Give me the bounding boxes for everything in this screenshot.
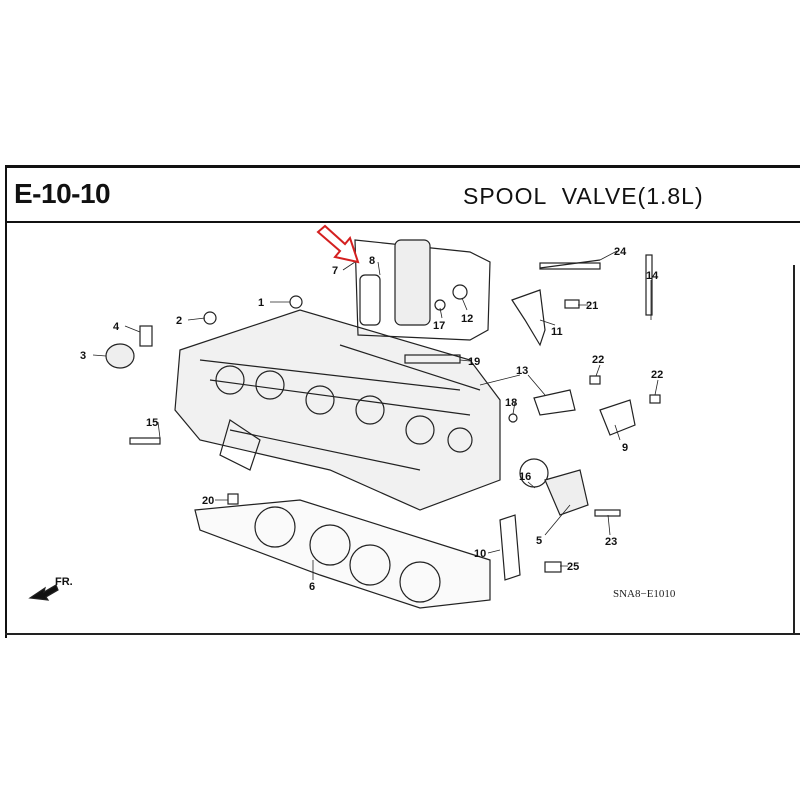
callout-1: 1	[258, 297, 264, 309]
cylinder-head	[174, 309, 501, 511]
callout-24: 24	[614, 246, 627, 258]
svg-text:FR.: FR.	[55, 576, 73, 588]
callout-14: 14	[646, 270, 659, 282]
callout-8: 8	[369, 255, 375, 267]
header-divider	[5, 221, 800, 223]
callout-20: 20	[202, 495, 214, 507]
highlight-arrow-icon	[316, 224, 360, 264]
spool-valve-assembly	[354, 239, 491, 341]
reference-code: SNA8−E1010	[613, 588, 676, 600]
section-title: SPOOL VALVE(1.8L)	[463, 183, 704, 209]
callout-19: 19	[468, 356, 480, 368]
head-gasket	[194, 499, 491, 609]
frame-bottom	[5, 633, 800, 635]
callout-6: 6	[309, 581, 315, 593]
callout-11: 11	[551, 326, 563, 338]
callout-16: 16	[519, 471, 531, 483]
callout-labels: 1 2 3 4 5 6 7 8 9 10 11 12 13 14 15 16 1…	[80, 246, 676, 600]
callout-25: 25	[567, 561, 579, 573]
callout-18: 18	[505, 397, 517, 409]
callout-2: 2	[176, 315, 182, 327]
callout-4: 4	[113, 321, 120, 333]
callout-15: 15	[146, 417, 158, 429]
section-code: E-10-10	[14, 178, 111, 209]
callout-10: 10	[474, 548, 486, 560]
callout-9: 9	[622, 442, 628, 454]
callout-21: 21	[586, 300, 598, 312]
front-arrow-icon: FR.	[28, 576, 73, 601]
callout-13: 13	[516, 365, 528, 377]
callout-5: 5	[536, 535, 542, 547]
callout-12: 12	[461, 313, 473, 325]
callout-17: 17	[433, 320, 445, 332]
diagram-frame	[5, 165, 800, 638]
callout-22b: 22	[651, 369, 663, 381]
callout-23: 23	[605, 536, 617, 548]
callout-22a: 22	[592, 354, 604, 366]
callout-3: 3	[80, 350, 86, 362]
callout-7: 7	[332, 265, 338, 277]
frame-right	[793, 265, 795, 635]
leader-lines	[92, 250, 659, 580]
